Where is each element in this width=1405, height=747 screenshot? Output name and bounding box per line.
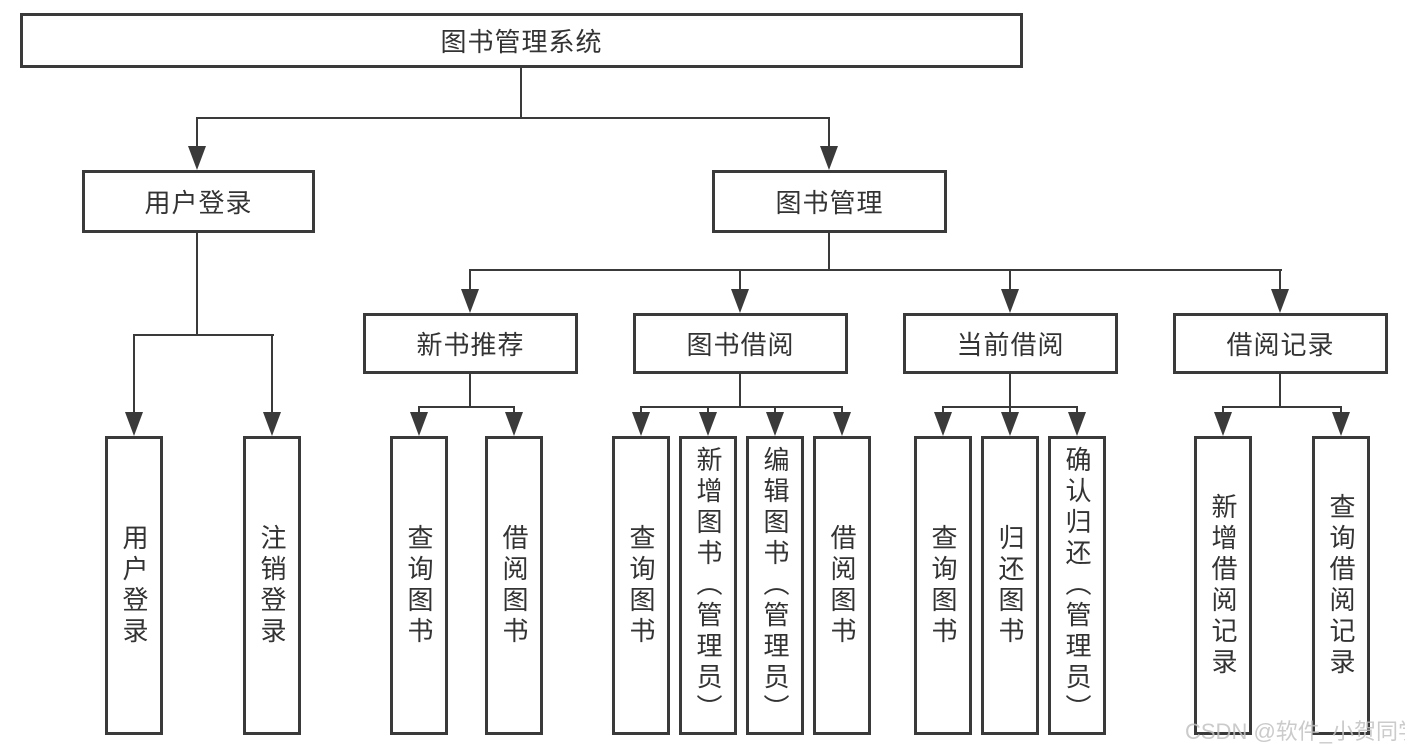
connector-line xyxy=(133,334,274,336)
node-label: 借阅图书 xyxy=(499,523,529,648)
node-label: 归还图书 xyxy=(995,523,1025,648)
connector-line xyxy=(739,269,741,295)
node-book-management-system: 图书管理系统 xyxy=(20,13,1023,68)
node-query-books-current: 查询图书 xyxy=(914,436,972,735)
node-confirm-return-admin: 确认归还（管理员） xyxy=(1048,436,1106,735)
connector-line xyxy=(271,334,273,418)
arrowhead-down xyxy=(188,146,206,170)
node-query-books-borrowing: 查询图书 xyxy=(612,436,670,735)
csdn-watermark: CSDN @软件_小贺同学 xyxy=(1185,719,1405,744)
node-add-borrow-record: 新增借阅记录 xyxy=(1194,436,1252,735)
arrowhead-down xyxy=(1271,289,1289,313)
node-label: 查询图书 xyxy=(626,523,656,648)
arrowhead-down xyxy=(1332,412,1350,436)
node-label: 查询图书 xyxy=(404,523,434,648)
arrowhead-down xyxy=(766,412,784,436)
arrowhead-down xyxy=(699,412,717,436)
arrowhead-down xyxy=(833,412,851,436)
connector-line xyxy=(828,233,830,271)
node-user-login: 用户登录 xyxy=(82,170,315,233)
node-label: 用户登录 xyxy=(119,523,149,648)
connector-line xyxy=(196,233,198,336)
arrowhead-down xyxy=(1068,412,1086,436)
node-borrow-books-borrowing: 借阅图书 xyxy=(813,436,871,735)
arrowhead-down xyxy=(505,412,523,436)
connector-line xyxy=(1279,269,1281,295)
node-borrowing-records: 借阅记录 xyxy=(1173,313,1388,374)
node-label: 查询借阅记录 xyxy=(1326,492,1356,679)
node-label: 借阅图书 xyxy=(827,523,857,648)
connector-line xyxy=(739,374,741,408)
node-label: 查询图书 xyxy=(928,523,958,648)
connector-line xyxy=(196,117,830,119)
connector-line xyxy=(1009,269,1011,295)
node-new-book-recommend: 新书推荐 xyxy=(363,313,578,374)
connector-line xyxy=(520,67,522,119)
connector-line xyxy=(419,406,515,408)
node-label: 图书管理系统 xyxy=(440,27,603,57)
arrowhead-down xyxy=(1214,412,1232,436)
node-label: 新增借阅记录 xyxy=(1208,492,1238,679)
node-label: 图书管理 xyxy=(775,188,884,218)
connector-line xyxy=(1222,406,1342,408)
node-label: 新书推荐 xyxy=(416,330,525,360)
arrowhead-down xyxy=(1001,412,1019,436)
node-label: 图书借阅 xyxy=(686,330,795,360)
node-label: 确认归还（管理员） xyxy=(1062,446,1092,725)
node-query-borrow-record: 查询借阅记录 xyxy=(1312,436,1370,735)
node-current-borrowing: 当前借阅 xyxy=(903,313,1118,374)
arrowhead-down xyxy=(731,289,749,313)
node-return-books: 归还图书 xyxy=(981,436,1039,735)
node-edit-book-admin: 编辑图书（管理员） xyxy=(746,436,804,735)
arrowhead-down xyxy=(263,412,281,436)
node-label: 当前借阅 xyxy=(956,330,1065,360)
arrowhead-down xyxy=(632,412,650,436)
connector-line xyxy=(1279,374,1281,408)
node-book-management: 图书管理 xyxy=(712,170,947,233)
node-logout: 注销登录 xyxy=(243,436,301,735)
connector-line xyxy=(470,269,1282,271)
node-label: 新增图书（管理员） xyxy=(693,446,723,725)
connector-line xyxy=(828,117,830,151)
node-user-login-leaf: 用户登录 xyxy=(105,436,163,735)
node-add-book-admin: 新增图书（管理员） xyxy=(679,436,737,735)
connector-line xyxy=(469,269,471,295)
arrowhead-down xyxy=(934,412,952,436)
node-borrow-books-recommend: 借阅图书 xyxy=(485,436,543,735)
arrowhead-down xyxy=(410,412,428,436)
node-label: 编辑图书（管理员） xyxy=(760,446,790,725)
connector-line xyxy=(469,374,471,408)
node-query-books-recommend: 查询图书 xyxy=(390,436,448,735)
arrowhead-down xyxy=(1001,289,1019,313)
node-label: 用户登录 xyxy=(144,188,253,218)
arrowhead-down xyxy=(461,289,479,313)
arrowhead-down xyxy=(125,412,143,436)
arrowhead-down xyxy=(820,146,838,170)
node-label: 借阅记录 xyxy=(1226,330,1335,360)
connector-line xyxy=(640,406,842,408)
connector-line xyxy=(1009,374,1011,408)
node-book-borrowing: 图书借阅 xyxy=(633,313,848,374)
connector-line xyxy=(196,117,198,151)
connector-line xyxy=(133,334,135,418)
node-label: 注销登录 xyxy=(257,523,287,648)
